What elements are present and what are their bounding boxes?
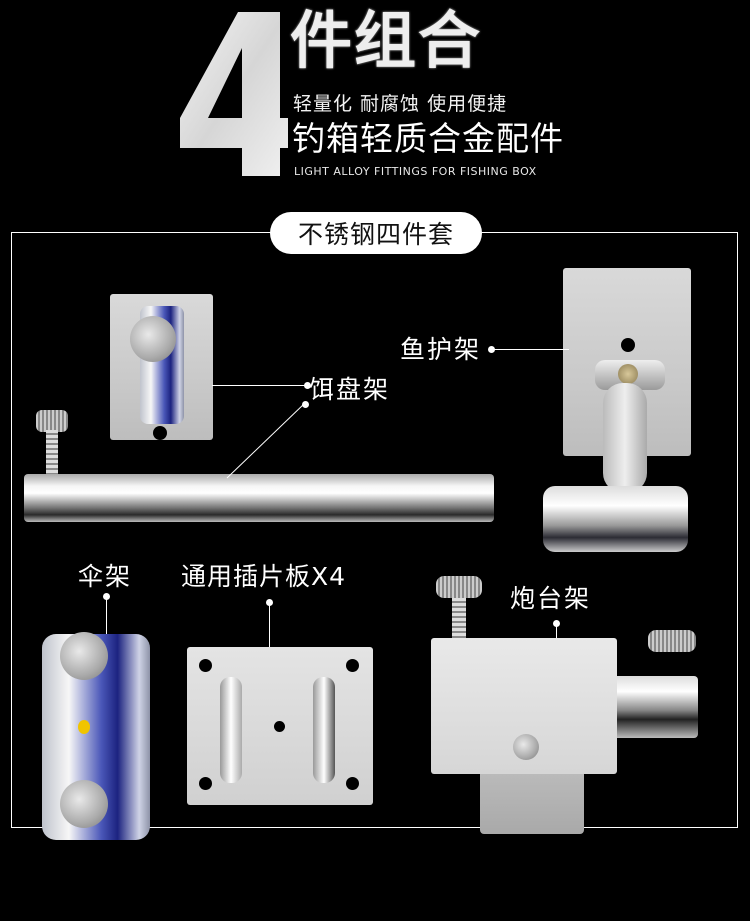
thumb-screw-icon [36,410,68,432]
subtitle: 钓箱轻质合金配件 [292,119,564,158]
leader-line [226,402,306,479]
english-subtitle: LIGHT ALLOY FITTINGS FOR FISHING BOX [294,165,537,178]
title: 件组合 [290,4,483,77]
bait-tray-rod-image [24,474,494,522]
umbrella-holder-image [42,632,150,840]
label-umbrella-holder: 伞架 [78,562,133,591]
insert-plate-image [187,647,373,805]
section-badge: 不锈钢四件套 [270,212,482,254]
rod-platform-tube-image [612,676,698,738]
label-universal-insert-plate: 通用插片板X4 [181,562,347,591]
fish-guard-tube-image [543,486,688,552]
rod-platform-lower-plate [480,770,584,834]
big-number-four [180,12,288,176]
label-fish-guard-holder: 鱼护架 [400,335,482,364]
bait-tray-bracket-image [110,294,213,440]
rod-platform-holder-image [431,638,617,774]
bait-label-dot [304,382,311,389]
fish-guard-bracket-image [563,268,691,493]
tagline: 轻量化 耐腐蚀 使用便捷 [293,93,508,115]
label-rod-platform-holder: 炮台架 [510,584,592,613]
label-bait-tray-holder: 饵盘架 [309,375,391,404]
